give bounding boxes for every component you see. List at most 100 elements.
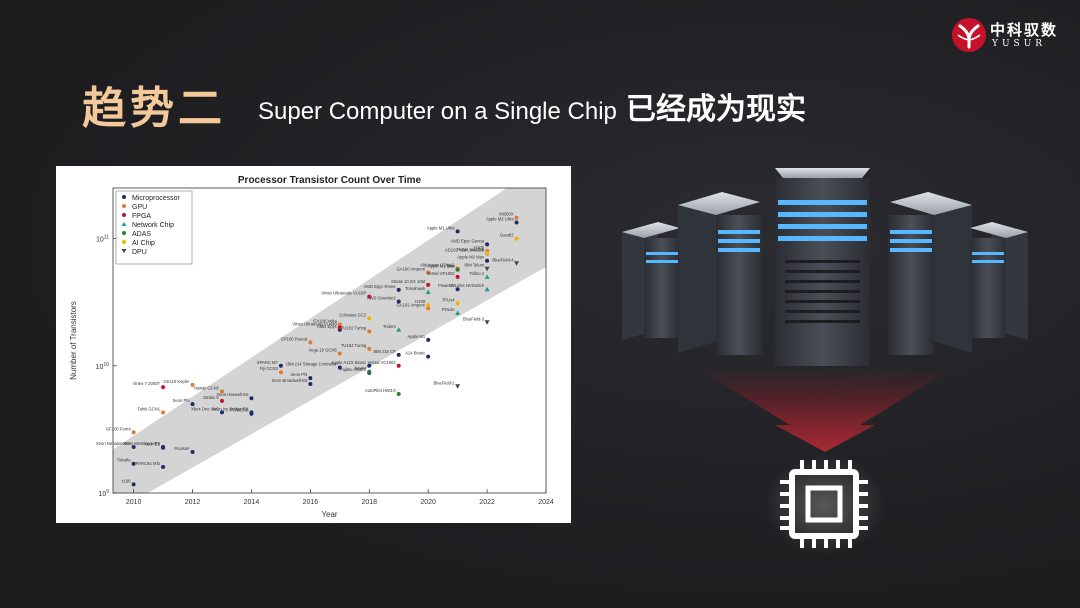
data-label: Xeon E5 <box>144 442 161 447</box>
data-label: Tofino 2 <box>469 271 484 276</box>
legend-label: DPU <box>132 249 147 256</box>
data-point <box>337 365 342 370</box>
data-label: Versal VC1902 <box>368 360 397 365</box>
down-arrow-icon <box>700 370 950 452</box>
servers-to-chip-illustration <box>622 168 1028 555</box>
data-label: BlueField-3 <box>463 316 485 321</box>
legend-marker <box>122 231 126 235</box>
legend-label: GPU <box>132 204 147 211</box>
slide-subtitle-en: Super Computer on a Single Chip <box>258 98 617 125</box>
data-point <box>367 316 372 321</box>
data-point <box>514 236 519 241</box>
data-label: Apple A12X Bionic <box>332 360 366 365</box>
data-point <box>367 294 372 299</box>
data-label: Apple M2 Ultra <box>486 216 514 221</box>
brand-name-en: YUSUR <box>992 39 1047 49</box>
data-label: Xeon Ivy Bridge-EX <box>212 406 249 411</box>
data-point <box>455 267 460 272</box>
data-label: Versal VP1802 <box>427 271 455 276</box>
slide-subtitle-cn: 已经成为现实 <box>625 92 806 127</box>
legend-label: AI Chip <box>132 240 155 247</box>
data-label: Virtex Ultrascale VU19P <box>321 291 366 296</box>
data-label: AutoPilot HW3.0 <box>365 388 396 393</box>
data-point <box>131 430 136 435</box>
data-label: SPARC64 IXfx <box>133 461 161 466</box>
data-point <box>161 465 166 470</box>
data-label: TU104 Turing <box>341 343 367 348</box>
data-point <box>485 242 490 247</box>
data-point <box>161 445 166 450</box>
data-label: Stratix 10 GX 10M <box>391 279 426 284</box>
data-point <box>278 370 283 375</box>
legend-label: Microprocessor <box>132 195 181 202</box>
data-label: IBM z14 Storage Controller <box>286 361 337 366</box>
yusur-logo-icon <box>952 18 986 52</box>
data-label: Ponte Vecchio <box>457 247 484 252</box>
brand-name-cn: 中科驭数 <box>990 21 1059 39</box>
data-label: AWS Graviton2 <box>367 296 396 301</box>
data-label: Apple M1 Ultra <box>427 225 455 230</box>
data-point <box>190 402 195 407</box>
data-label: Vega 10 GCN5 <box>309 347 338 352</box>
data-label: Colossus GC2 <box>339 312 367 317</box>
data-point <box>190 382 195 387</box>
data-point <box>278 363 283 368</box>
data-label: GF100 Fermi <box>106 426 131 431</box>
data-point <box>131 461 136 466</box>
legend-label: ADAS <box>132 231 151 238</box>
server-icon <box>775 168 870 366</box>
data-point <box>514 220 519 225</box>
data-label: POWER8 <box>230 408 249 413</box>
data-point <box>484 286 490 292</box>
data-point <box>219 398 224 403</box>
data-label: z196 <box>122 478 132 483</box>
data-label: Xbox One SoC <box>191 406 219 411</box>
data-point <box>484 274 490 279</box>
data-point <box>514 215 519 220</box>
data-label: Poulson <box>174 446 190 451</box>
data-label: Xeon Phi <box>290 372 307 377</box>
data-label: Apple M1 <box>407 334 425 339</box>
data-label: AMD Epyc <box>317 324 337 329</box>
data-label: Power10 <box>438 283 455 288</box>
data-point <box>367 363 372 368</box>
data-label: Fiji GCN3 <box>260 366 279 371</box>
legend-marker <box>121 249 127 253</box>
data-label: IBM Telum <box>464 263 484 268</box>
data-point <box>249 411 254 416</box>
data-label: H100 <box>474 245 485 250</box>
x-axis-label: Year <box>321 510 338 519</box>
data-point <box>308 381 313 386</box>
data-point <box>426 354 431 359</box>
x-tick-label: 2020 <box>420 499 436 506</box>
data-point <box>455 384 461 389</box>
data-point <box>131 482 136 487</box>
data-point <box>485 258 490 263</box>
x-tick-label: 2010 <box>126 499 142 506</box>
data-label: AMD Epyc Genoa <box>451 238 485 243</box>
data-label: Apple M2 Max <box>457 255 485 260</box>
data-label: Gaudi2 <box>500 233 514 238</box>
data-point <box>219 410 224 415</box>
y-tick-label: 1010 <box>96 362 110 371</box>
data-label: Virtex-7 2000T <box>133 381 161 386</box>
data-point <box>455 301 460 306</box>
data-label: Virtex Ultrascale VU440 <box>292 322 337 327</box>
data-label: Orin <box>447 264 456 269</box>
data-label: H100 <box>415 299 426 304</box>
chip-icon <box>765 455 885 555</box>
data-point <box>337 325 342 330</box>
data-label: A14 Bionic <box>405 351 425 356</box>
legend-marker <box>122 240 126 244</box>
data-label: Stratix V <box>203 395 219 400</box>
legend-label: FPGA <box>132 213 151 220</box>
data-label: Hawaii GCN2 <box>194 385 220 390</box>
data-label: BlueField-4 <box>492 257 514 262</box>
server-icon <box>622 222 680 340</box>
legend-marker <box>122 195 126 199</box>
data-point <box>337 322 342 327</box>
data-label: TPUv4 <box>442 297 455 302</box>
data-label: MI300X <box>499 212 514 217</box>
